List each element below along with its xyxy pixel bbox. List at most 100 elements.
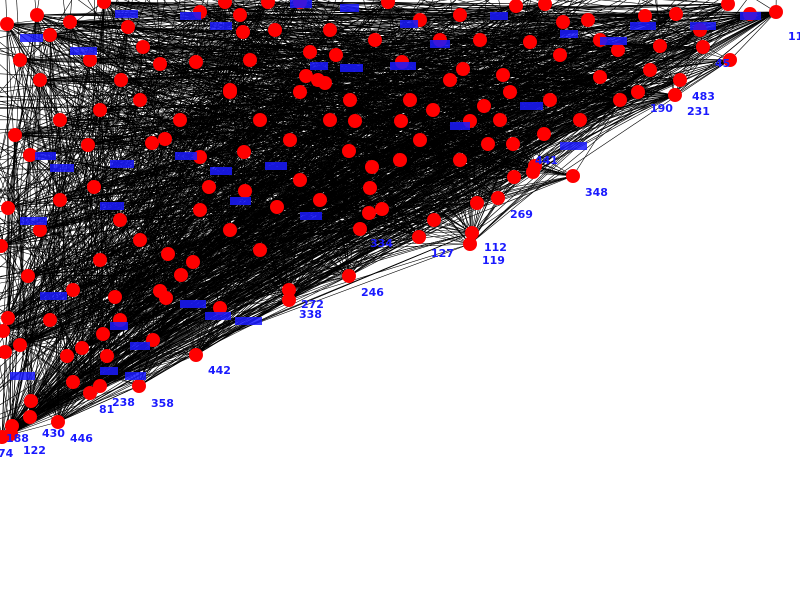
graph-edge xyxy=(29,79,41,418)
graph-node xyxy=(381,0,395,9)
graph-edge xyxy=(242,31,301,93)
graph-node xyxy=(153,57,167,71)
graph-node-246 xyxy=(342,269,356,283)
graph-edge xyxy=(484,0,639,93)
graph-node xyxy=(93,103,107,117)
graph-edge xyxy=(102,59,251,335)
graph-edge xyxy=(654,0,676,96)
node-label-cluster xyxy=(115,10,138,18)
graph-edge xyxy=(299,1,321,201)
graph-node xyxy=(669,7,683,21)
graph-edge xyxy=(29,154,108,357)
graph-edge xyxy=(5,0,8,25)
graph-node xyxy=(496,68,510,82)
graph-edge xyxy=(0,142,31,156)
graph-edge xyxy=(0,162,83,349)
graph-edge xyxy=(432,109,515,178)
graph-edge xyxy=(11,0,292,427)
graph-node xyxy=(173,113,187,127)
graph-edge xyxy=(0,190,246,389)
graph-node xyxy=(236,25,250,39)
graph-node xyxy=(75,341,89,355)
graph-node xyxy=(8,128,22,142)
graph-node xyxy=(100,349,114,363)
graph-edge xyxy=(39,0,251,231)
graph-node xyxy=(323,113,337,127)
graph-edge xyxy=(756,0,777,13)
graph-edge xyxy=(89,290,161,394)
graph-node xyxy=(1,311,15,325)
node-label-117: 117 xyxy=(788,30,800,43)
graph-node xyxy=(13,338,27,352)
graph-edge xyxy=(77,0,370,214)
graph-node xyxy=(83,53,97,67)
graph-node-238 xyxy=(93,379,107,393)
graph-edge xyxy=(6,23,41,81)
graph-node xyxy=(375,202,389,216)
graph-node xyxy=(507,170,521,184)
graph-node xyxy=(253,113,267,127)
graph-edge xyxy=(276,0,578,208)
graph-edge xyxy=(0,249,261,293)
graph-edge xyxy=(0,104,574,177)
graph-node xyxy=(13,53,27,67)
graph-edge xyxy=(0,1,301,386)
graph-edge xyxy=(199,0,263,13)
graph-node xyxy=(238,184,252,198)
graph-node xyxy=(53,193,67,207)
graph-node xyxy=(293,173,307,187)
graph-edge xyxy=(729,11,777,61)
graph-node-334 xyxy=(353,222,367,236)
node-label-cluster xyxy=(205,312,231,320)
graph-edge xyxy=(69,0,72,23)
graph-node-446 xyxy=(51,415,65,429)
graph-edge xyxy=(89,14,461,61)
graph-node xyxy=(573,113,587,127)
node-label-cluster xyxy=(230,197,251,205)
graph-edge xyxy=(0,139,291,318)
graph-edge xyxy=(659,45,676,96)
graph-edge xyxy=(0,109,101,159)
graph-edge xyxy=(89,59,331,121)
graph-edge xyxy=(439,39,471,245)
graph-edge xyxy=(11,0,99,427)
graph-node xyxy=(60,349,74,363)
graph-node-117 xyxy=(769,5,783,19)
graph-edge xyxy=(0,196,231,231)
node-label-cluster xyxy=(740,12,761,20)
graph-edge xyxy=(498,0,536,167)
graph-node xyxy=(581,13,595,27)
graph-node xyxy=(261,0,275,9)
node-label-cluster xyxy=(70,47,97,55)
graph-edge xyxy=(0,218,161,292)
node-label-127: 127 xyxy=(431,247,454,260)
graph-edge xyxy=(99,219,435,387)
node-label-cluster xyxy=(110,160,134,168)
graph-node xyxy=(403,93,417,107)
graph-node xyxy=(21,269,35,283)
graph-node xyxy=(66,375,80,389)
graph-edge xyxy=(195,0,330,356)
graph-edge xyxy=(30,59,91,402)
graph-edge xyxy=(106,159,461,357)
graph-edge xyxy=(149,0,221,309)
graph-edge xyxy=(0,79,41,195)
graph-edge xyxy=(0,150,350,192)
graph-node xyxy=(611,43,625,57)
graph-edge xyxy=(0,224,32,402)
graph-edge xyxy=(108,0,182,276)
graph-node xyxy=(638,9,652,23)
graph-node xyxy=(329,48,343,62)
graph-node xyxy=(393,153,407,167)
node-label-cluster xyxy=(430,40,450,48)
graph-node xyxy=(553,48,567,62)
graph-node-430 xyxy=(23,410,37,424)
graph-node-112 xyxy=(465,226,479,240)
graph-edge xyxy=(99,243,471,261)
graph-node xyxy=(223,223,237,237)
graph-node xyxy=(653,39,667,53)
graph-edge xyxy=(59,49,619,201)
graph-node xyxy=(268,23,282,37)
node-label-cluster xyxy=(35,152,56,160)
graph-node xyxy=(523,35,537,49)
